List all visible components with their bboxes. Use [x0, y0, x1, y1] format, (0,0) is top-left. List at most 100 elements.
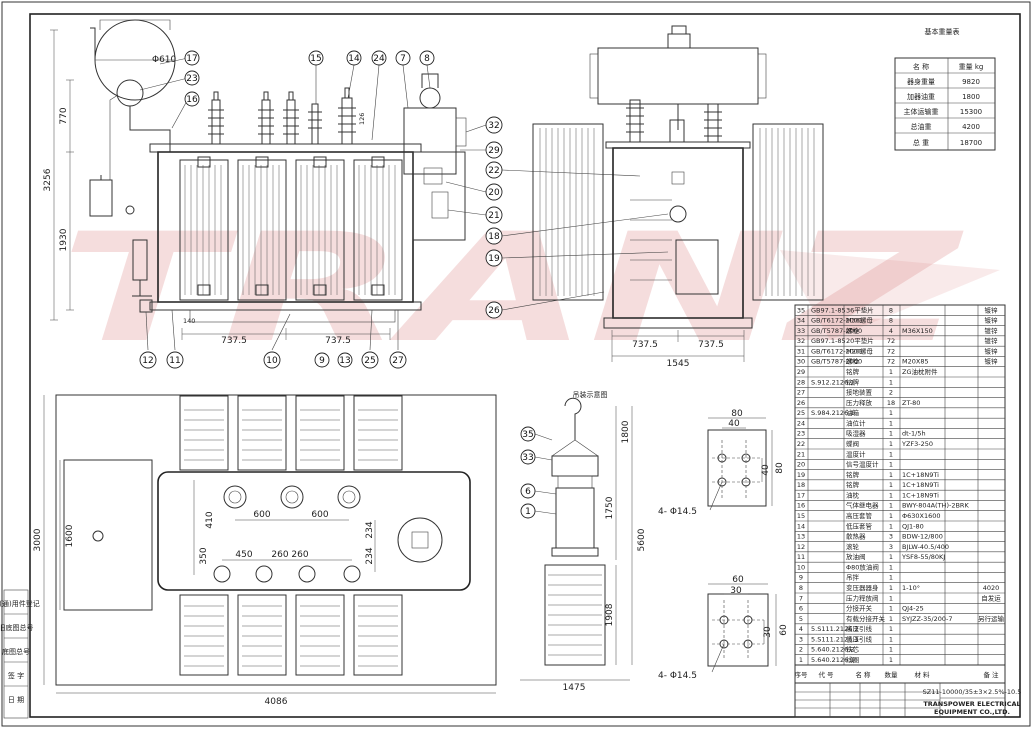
parts-cell: 镀锌 [985, 316, 999, 325]
callout-13: 13 [339, 356, 350, 366]
parts-cell: GB/T5787-2000 [811, 327, 862, 335]
parts-cell: 8 [889, 306, 893, 314]
dim-plan-600: 600 [253, 510, 270, 520]
side-radiator-left [532, 123, 604, 301]
parts-cell: 1 [799, 656, 803, 664]
dim-side-span: 737.5 [698, 340, 724, 350]
watermark-shape [780, 250, 1000, 340]
callout-16: 16 [186, 95, 198, 105]
dim-install-width: 1475 [563, 683, 586, 693]
dim-front-span: 737.5 [221, 336, 247, 346]
parts-cell: 12 [797, 543, 805, 551]
conservator-dim: Φ610 [152, 55, 177, 65]
parts-cell: 1 [889, 481, 893, 489]
parts-cell: 镀锌 [985, 336, 999, 345]
parts-cell: 铭牌 [846, 367, 860, 376]
parts-cell: ZG油枕附件 [902, 367, 938, 376]
parts-cell: 13 [797, 533, 805, 541]
callout-19: 19 [488, 254, 500, 264]
callout-10: 10 [266, 356, 278, 366]
parts-cell: QJ4-25 [902, 605, 924, 613]
callout-33: 33 [522, 453, 533, 463]
crane-hook [564, 397, 582, 440]
dim-plan-234: 234 [365, 547, 375, 564]
parts-cell: 变压器器身 [846, 583, 879, 592]
strip-label: 底图总号 [2, 647, 30, 656]
parts-cell: 35 [797, 306, 805, 314]
parts-cell: dt-1/5h [902, 430, 926, 438]
breather-ring [116, 79, 144, 107]
bolt1-holes: 4- Φ14.5 [658, 507, 697, 517]
strip-label: 日 期 [8, 696, 24, 704]
parts-cell: 1 [889, 461, 893, 469]
bolt-detail-2: 60 30 30 60 4- Φ14.5 [658, 575, 789, 681]
parts-cell: 34 [797, 317, 805, 325]
parts-cell: 分接开关 [846, 604, 873, 613]
parts-cell: ZT-80 [902, 399, 920, 407]
parts-cell: 1 [889, 522, 893, 530]
weight-value: 15300 [960, 108, 982, 116]
strip-label: 旧底图总号 [0, 623, 34, 632]
bolt1-w2: 40 [728, 419, 740, 429]
parts-cell: 信号温度计 [846, 460, 879, 469]
callout-6: 6 [525, 487, 531, 497]
parts-cell: S.912.2126.1 [811, 378, 854, 386]
callout-12: 12 [142, 356, 153, 366]
parts-header-cell: 备 注 [983, 670, 999, 679]
parts-cell: 11 [797, 553, 805, 561]
callout-11: 11 [169, 356, 180, 366]
parts-cell: 1 [889, 471, 893, 479]
install-title: 吊装示意图 [573, 390, 608, 399]
parts-cell: 24 [797, 419, 805, 427]
parts-cell: 2 [799, 646, 803, 654]
weight-name: 主体运输重 [904, 107, 939, 116]
dim-plan-3000: 3000 [33, 528, 43, 551]
parts-cell: 25 [797, 409, 805, 417]
parts-header-cell: 序号 [795, 670, 809, 679]
control-cabinet [412, 151, 466, 241]
parts-cell: 1 [889, 378, 893, 386]
parts-cell: 滚轮 [846, 542, 860, 551]
front-bushings [208, 87, 356, 144]
parts-header-cell: 材 料 [914, 670, 930, 679]
parts-cell: 1 [889, 594, 893, 602]
parts-cell: S.984.2126.1 [811, 409, 854, 417]
dim-side-width: 1545 [667, 359, 690, 369]
parts-cell: 5 [799, 615, 803, 623]
dim-front-height: 3256 [43, 168, 53, 191]
dim-side-span: 737.5 [632, 340, 658, 350]
parts-cell: 8 [799, 584, 803, 592]
parts-cell: 72 [887, 337, 895, 345]
bolt2-holes: 4- Φ14.5 [658, 671, 697, 681]
parts-header-row: 序号 代 号 名 称 数量 材 料 备 注 [794, 664, 1006, 684]
plan-conservator [63, 459, 153, 611]
brand-watermark: TRANZ [60, 202, 965, 376]
title-company-1: TRANSPOWER ELECTRICAL [923, 700, 1020, 708]
bolt2-h1: 30 [763, 626, 773, 638]
install-base [544, 564, 606, 666]
title-model: SZ11-10000/35±3×2.5%-10.5 [923, 688, 1022, 696]
parts-cell: 17 [797, 491, 805, 499]
parts-cell: 1C+18N9Ti [902, 481, 939, 489]
tap-changer-housing [403, 107, 457, 175]
front-callouts: 17 23 16 15 14 24 7 8 32 29 22 20 21 18 … [139, 50, 669, 369]
title-block: SZ11-10000/35±3×2.5%-10.5 TRANSPOWER ELE… [794, 682, 1022, 718]
parts-cell: 4020 [983, 584, 1000, 592]
weight-value: 9820 [962, 78, 980, 86]
callout-17: 17 [186, 54, 197, 64]
dim-plan-1600: 1600 [65, 524, 75, 547]
parts-cell: 15 [797, 512, 805, 520]
parts-cell: 5.S111.2126.2 [811, 625, 859, 633]
plan-tap-changer [397, 517, 443, 563]
plan-tank-outline [157, 471, 471, 591]
front-dimension-lines [50, 29, 391, 340]
parts-cell: BDW-12/800 [902, 533, 943, 541]
callout-32: 32 [488, 121, 499, 131]
dim-plan-width: 4086 [265, 697, 288, 707]
weight-value: 18700 [960, 139, 982, 147]
parts-cell: 镀锌 [985, 305, 999, 314]
parts-cell: 镀锌 [985, 346, 999, 355]
callout-20: 20 [488, 188, 500, 198]
parts-cell: 14 [797, 522, 805, 530]
